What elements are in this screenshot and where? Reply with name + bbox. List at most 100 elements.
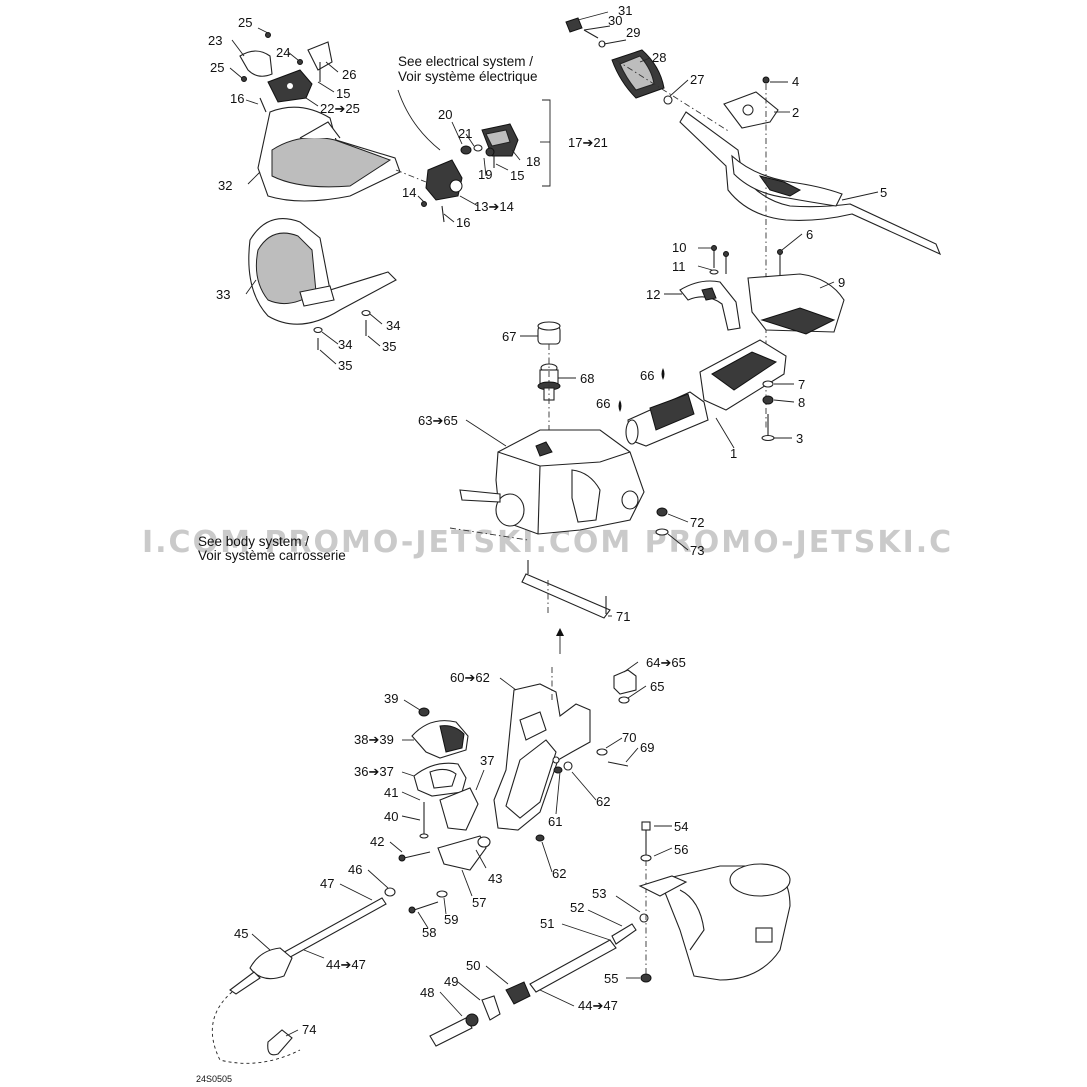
label-44-47: 44➔47 xyxy=(578,998,618,1013)
label-47: 47 xyxy=(320,876,334,891)
label-51: 51 xyxy=(540,916,554,931)
bushing-part-67 xyxy=(537,321,561,345)
label-15: 15 xyxy=(336,86,350,101)
label-13-14: 13➔14 xyxy=(474,199,514,214)
label-60-62: 60➔62 xyxy=(450,670,490,685)
label-70: 70 xyxy=(622,730,636,745)
label-30: 30 xyxy=(608,13,622,28)
clip-part-26 xyxy=(307,41,333,71)
grease-drops-66 xyxy=(618,368,665,412)
label-69: 69 xyxy=(640,740,654,755)
handlebar-cover-part-32 xyxy=(257,106,401,202)
label-43: 43 xyxy=(488,871,502,886)
label-44-47: 44➔47 xyxy=(326,957,366,972)
drawing-code: 24S0505 xyxy=(196,1074,232,1084)
label-33: 33 xyxy=(216,287,230,302)
label-74: 74 xyxy=(302,1022,316,1037)
electrical-note-fr: Voir système électrique xyxy=(398,69,538,84)
label-40: 40 xyxy=(384,809,398,824)
body-note-en: See body system / xyxy=(198,534,309,549)
label-64-65: 64➔65 xyxy=(646,655,686,670)
steering-cable-parts-44-47 xyxy=(211,887,396,1064)
label-4: 4 xyxy=(792,74,799,89)
label-58: 58 xyxy=(422,925,436,940)
label-45: 45 xyxy=(234,926,248,941)
part-74-tag xyxy=(267,1029,293,1056)
label-34: 34 xyxy=(338,337,352,352)
label-18: 18 xyxy=(526,154,540,169)
label-66: 66 xyxy=(640,368,654,383)
label-73: 73 xyxy=(690,543,704,558)
label-16: 16 xyxy=(456,215,470,230)
nozzle-lever-parts-54-56 xyxy=(640,821,652,983)
label-67: 67 xyxy=(502,329,516,344)
fasteners-57-59 xyxy=(408,890,448,914)
cable-end-parts-48-53 xyxy=(429,913,649,1047)
label-16: 16 xyxy=(230,91,244,106)
label-26: 26 xyxy=(342,67,356,82)
label-23: 23 xyxy=(208,33,222,48)
label-7: 7 xyxy=(798,377,805,392)
bracket-part-12 xyxy=(679,280,741,331)
label-66: 66 xyxy=(596,396,610,411)
label-63-65: 63➔65 xyxy=(418,413,458,428)
label-10: 10 xyxy=(672,240,686,255)
label-8: 8 xyxy=(798,395,805,410)
body-note-fr: Voir système carrosserie xyxy=(198,548,346,563)
jet-nozzle xyxy=(638,863,791,981)
label-36-37: 36➔37 xyxy=(354,764,394,779)
label-62: 62 xyxy=(596,794,610,809)
parts-71-73 xyxy=(521,507,669,619)
bracket-17-21 xyxy=(542,99,551,187)
label-54: 54 xyxy=(674,819,688,834)
cover-part-9 xyxy=(747,273,845,335)
label-61: 61 xyxy=(548,814,562,829)
cable-clamp-parts-36-39 xyxy=(411,707,469,797)
label-59: 59 xyxy=(444,912,458,927)
label-5: 5 xyxy=(880,185,887,200)
label-3: 3 xyxy=(796,431,803,446)
clamp-part-2 xyxy=(723,76,779,129)
label-50: 50 xyxy=(466,958,480,973)
label-9: 9 xyxy=(838,275,845,290)
steering-column-part-1 xyxy=(625,339,787,447)
label-14: 14 xyxy=(402,185,416,200)
label-15: 15 xyxy=(510,168,524,183)
label-1: 1 xyxy=(730,446,737,461)
label-25: 25 xyxy=(238,15,252,30)
label-62: 62 xyxy=(552,866,566,881)
label-28: 28 xyxy=(652,50,666,65)
label-42: 42 xyxy=(370,834,384,849)
label-55: 55 xyxy=(604,971,618,986)
label-53: 53 xyxy=(592,886,606,901)
block-parts-64-65 xyxy=(596,669,637,767)
label-71: 71 xyxy=(616,609,630,624)
label-22-25: 22➔25 xyxy=(320,101,360,116)
label-57: 57 xyxy=(472,895,486,910)
control-housing-part-13 xyxy=(425,159,463,201)
bolts-6-10-11 xyxy=(709,245,783,276)
label-32: 32 xyxy=(218,178,232,193)
label-27: 27 xyxy=(690,72,704,87)
label-12: 12 xyxy=(646,287,660,302)
label-72: 72 xyxy=(690,515,704,530)
steering-support-part-63 xyxy=(459,429,645,535)
lower-shroud-part-33 xyxy=(248,218,397,325)
label-46: 46 xyxy=(348,862,362,877)
steering-bracket-part-60 xyxy=(493,666,591,831)
label-6: 6 xyxy=(806,227,813,242)
label-65: 65 xyxy=(650,679,664,694)
part-number-labels: 25 23 24 25 26 15 16 22➔25 32 33 34 34 3… xyxy=(208,3,887,1037)
label-41: 41 xyxy=(384,785,398,800)
label-2: 2 xyxy=(792,105,799,120)
label-17-21: 17➔21 xyxy=(568,135,608,150)
label-34: 34 xyxy=(386,318,400,333)
label-37: 37 xyxy=(480,753,494,768)
label-19: 19 xyxy=(478,167,492,182)
label-29: 29 xyxy=(626,25,640,40)
washers-7-8-3 xyxy=(761,380,775,442)
label-52: 52 xyxy=(570,900,584,915)
label-35: 35 xyxy=(338,358,352,373)
label-24: 24 xyxy=(276,45,290,60)
